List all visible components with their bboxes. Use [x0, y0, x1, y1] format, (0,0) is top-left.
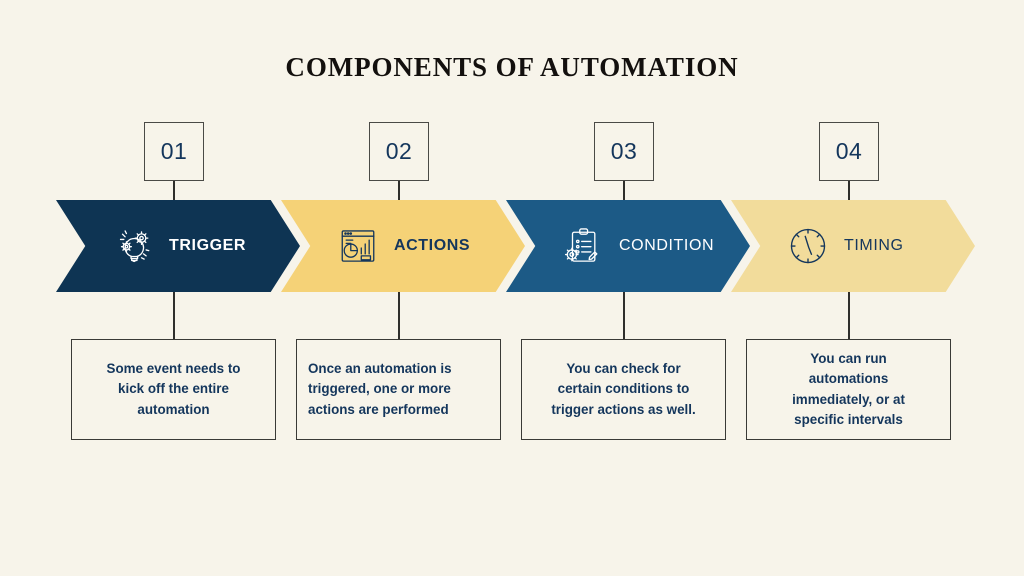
- lightbulb-gears-icon: [111, 224, 155, 268]
- step-number-label: 02: [385, 138, 413, 164]
- dashboard-chart-icon: [336, 224, 380, 268]
- chevron-label-trigger: TRIGGER: [169, 237, 247, 254]
- chevron-step-timing[interactable]: TIMING: [731, 200, 975, 292]
- chevron-step-condition[interactable]: CONDITION: [506, 200, 750, 292]
- description-box-04: You can run automations immediately, or …: [746, 339, 951, 440]
- chevron-label-timing: TIMING: [844, 237, 904, 254]
- connector-line-bottom-03: [623, 287, 625, 339]
- connector-line-top-01: [173, 181, 175, 207]
- description-text: Some event needs to kick off the entire …: [106, 360, 241, 417]
- description-box-02: Once an automation is triggered, one or …: [296, 339, 501, 440]
- connector-line-top-03: [623, 181, 625, 207]
- connector-line-bottom-02: [398, 287, 400, 339]
- connector-line-top-04: [848, 181, 850, 207]
- step-number-label: 01: [160, 138, 188, 164]
- step-number-label: 04: [835, 138, 863, 164]
- connector-line-bottom-04: [848, 287, 850, 339]
- step-number-box-02: 02: [369, 122, 429, 181]
- step-number-label: 03: [610, 138, 638, 164]
- description-text: You can check for certain conditions to …: [551, 360, 696, 417]
- chevron-label-condition: CONDITION: [619, 237, 715, 254]
- description-text: Once an automation is triggered, one or …: [308, 360, 452, 417]
- description-text: You can run automations immediately, or …: [792, 350, 905, 428]
- chevron-step-actions[interactable]: ACTIONS: [281, 200, 525, 292]
- clock-icon: [786, 224, 830, 268]
- page-title: COMPONENTS OF AUTOMATION: [285, 52, 739, 82]
- clipboard-gear-icon: [561, 224, 605, 268]
- chevron-step-trigger[interactable]: TRIGGER: [56, 200, 300, 292]
- chevron-band: TRIGGER ACTIONS: [0, 200, 1024, 292]
- description-box-01: Some event needs to kick off the entire …: [71, 339, 276, 440]
- chevron-label-actions: ACTIONS: [394, 237, 471, 254]
- description-box-03: You can check for certain conditions to …: [521, 339, 726, 440]
- connector-line-bottom-01: [173, 287, 175, 339]
- step-number-box-01: 01: [144, 122, 204, 181]
- step-number-box-03: 03: [594, 122, 654, 181]
- step-number-box-04: 04: [819, 122, 879, 181]
- connector-line-top-02: [398, 181, 400, 207]
